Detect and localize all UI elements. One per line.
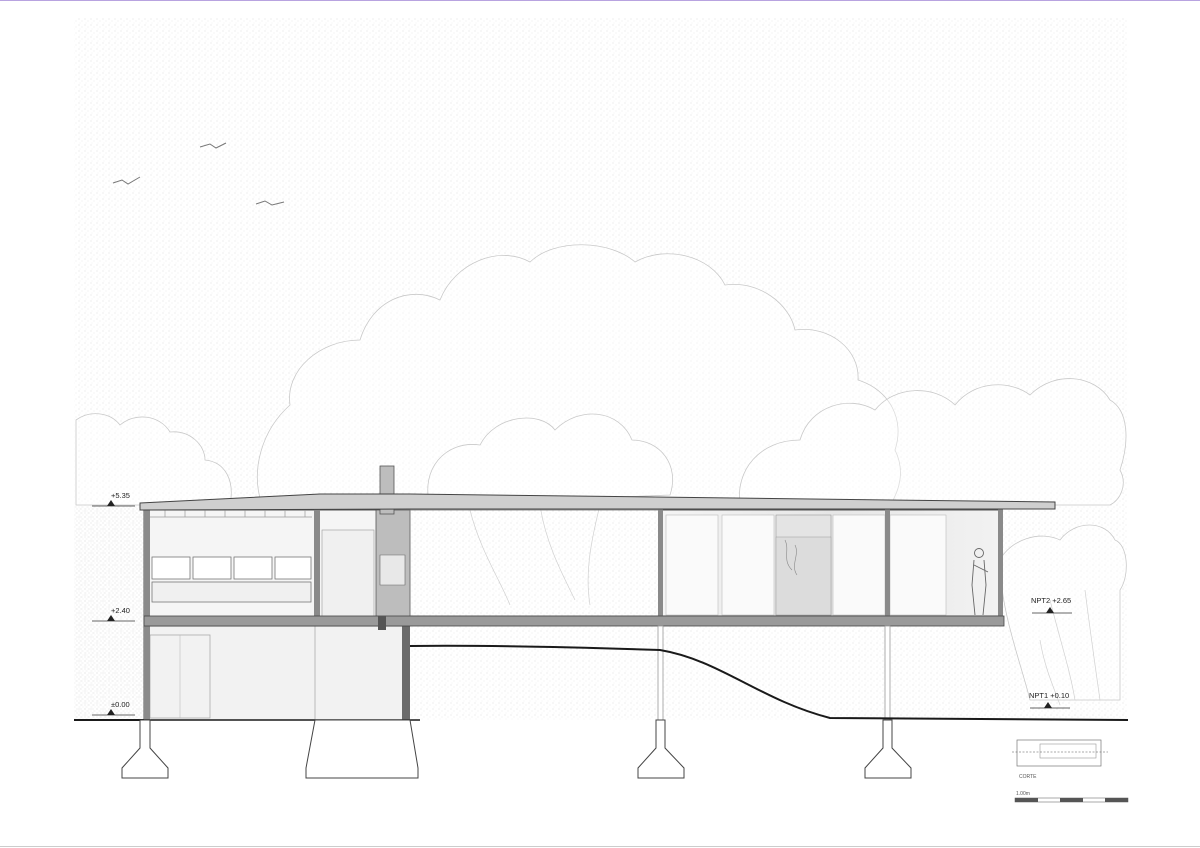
- footing-mid: [637, 719, 685, 779]
- terrain-label-lower: NPT1 +0.10: [1029, 691, 1069, 700]
- bird-icons: [112, 142, 285, 206]
- mid-wall-column: [314, 503, 320, 626]
- ground-floor-volume: [143, 625, 405, 721]
- footings: [121, 719, 912, 779]
- left-ground-stipple: [74, 505, 144, 720]
- interior-doorway: [775, 536, 832, 616]
- bird-icon: [112, 176, 141, 185]
- slab-joint: [378, 616, 386, 630]
- tree-canopy-outlines: [75, 244, 1127, 701]
- level-label-middle: +2.40: [111, 606, 130, 615]
- level-label-top: +5.35: [111, 491, 130, 500]
- key-plan: CORTE: [1012, 739, 1108, 780]
- level-label-ground: ±0.00: [111, 700, 130, 709]
- footing-left: [121, 719, 169, 779]
- level-marker-middle: +2.40: [92, 606, 135, 622]
- structural-columns: [658, 500, 1003, 625]
- fireplace-opening: [379, 554, 406, 586]
- upper-floor-slab: [143, 615, 1005, 627]
- key-plan-label: CORTE: [1019, 774, 1037, 780]
- scale-bar-label: 1.00m: [1016, 791, 1030, 797]
- footing-center-large: [305, 719, 419, 779]
- retaining-wall: [402, 626, 410, 720]
- level-marker-top: +5.35: [92, 491, 135, 507]
- bathroom-space: [321, 529, 375, 625]
- glass-panels: [665, 514, 947, 616]
- bird-icon: [199, 142, 227, 149]
- left-wall-column: [144, 503, 150, 720]
- ceiling-joists: [150, 510, 312, 518]
- footing-right: [864, 719, 912, 779]
- roof-slab: [139, 493, 1056, 511]
- wall-art-sketch: [784, 539, 798, 576]
- person-silhouette: [971, 548, 989, 616]
- terrain-marker-upper: NPT2 +2.65: [1031, 596, 1072, 614]
- bird-icon: [255, 200, 285, 206]
- kitchen-cabinets: [151, 556, 312, 603]
- scale-bar: 1.00m: [1014, 791, 1129, 803]
- terrain-marker-lower: NPT1 +0.10: [1029, 691, 1070, 709]
- terrain-label-upper: NPT2 +2.65: [1031, 596, 1071, 605]
- level-marker-ground: ±0.00: [92, 700, 135, 716]
